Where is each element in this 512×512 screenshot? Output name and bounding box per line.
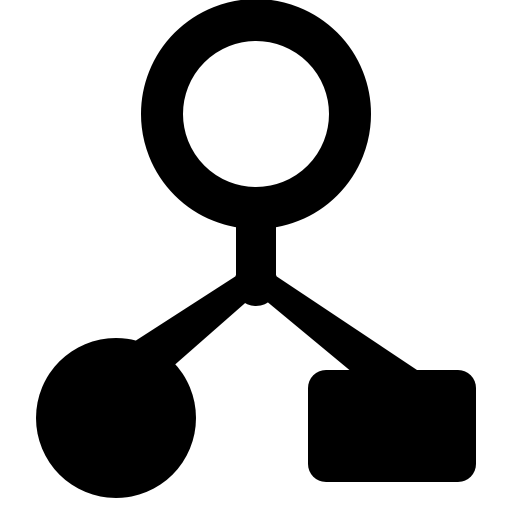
top-node-ring <box>141 0 371 229</box>
junction-node <box>234 262 278 306</box>
right-branch-line <box>236 276 420 392</box>
left-node-circle <box>36 338 196 498</box>
right-node-square <box>308 370 476 482</box>
